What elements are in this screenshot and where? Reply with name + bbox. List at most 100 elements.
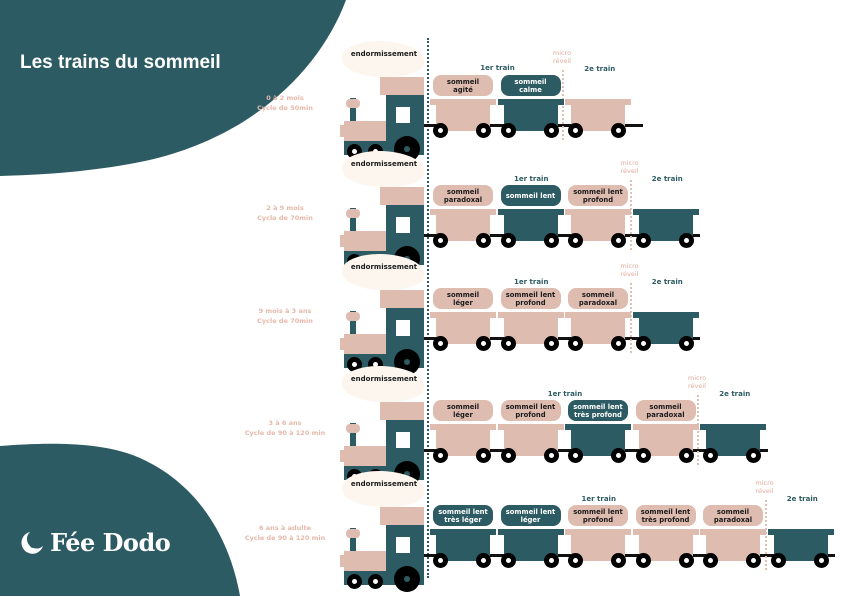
footer-background <box>0 443 240 596</box>
wagon <box>632 529 699 568</box>
first-train-label: 1er train <box>480 64 515 72</box>
wagon <box>430 209 496 248</box>
sleep-phase-label: sommeil léger <box>433 288 493 309</box>
wagon <box>497 529 564 568</box>
wagon <box>430 529 496 568</box>
micro-reveil-marker <box>629 180 632 250</box>
smoke-cloud <box>342 151 424 187</box>
micro-text: micro <box>620 262 639 270</box>
smoke-cloud <box>342 366 424 402</box>
first-train-label: 1er train <box>547 390 583 398</box>
cycle-duration: Cycle de 90 à 120 min <box>244 534 326 542</box>
sleep-phase-label: sommeil paradoxal <box>635 400 696 421</box>
locomotive <box>340 288 430 375</box>
sleep-phase-label: sommeil calme <box>500 75 561 96</box>
sleep-phase-label: sommeil agité <box>433 75 493 96</box>
micro-reveil-marker <box>629 283 632 353</box>
sleep-phase-label: sommeil lent profond <box>568 505 628 526</box>
sleep-phase-label: sommeil lent <box>500 185 561 206</box>
wagon <box>430 312 496 351</box>
wagon <box>700 529 766 568</box>
reveil-text: réveil <box>755 487 774 495</box>
micro-text: micro <box>755 479 774 487</box>
cycle-duration: Cycle de 70min <box>257 214 313 222</box>
second-train-label: 2e train <box>584 65 616 73</box>
micro-reveil-marker <box>697 395 699 465</box>
cycle-duration: Cycle de 50min <box>257 104 313 112</box>
smoke-cloud <box>342 254 424 290</box>
wagon <box>565 529 631 568</box>
smoke-cloud <box>342 471 424 507</box>
sleep-phase-label: sommeil lent très léger <box>433 505 493 526</box>
micro-reveil-marker <box>764 500 767 570</box>
second-train-label: 2e train <box>719 390 751 398</box>
first-train-label: 1er train <box>514 278 549 286</box>
header-background <box>0 0 346 176</box>
first-train-label: 1er train <box>581 495 616 503</box>
wagon <box>497 424 564 463</box>
wagon <box>430 99 496 138</box>
micro-text: micro <box>620 159 639 167</box>
sleep-onset-divider <box>427 38 429 578</box>
micro-reveil-marker <box>562 70 564 140</box>
wagon <box>497 99 564 138</box>
sleep-phase-label: sommeil lent très profond <box>635 505 696 526</box>
age-range: 9 mois à 3 ans <box>258 307 312 315</box>
sleep-phase-label: sommeil paradoxal <box>568 288 628 309</box>
sleep-phase-label: sommeil lent profond <box>500 288 561 309</box>
wagon <box>565 312 631 351</box>
age-range: 3 à 6 ans <box>268 419 302 427</box>
wagon <box>565 209 631 248</box>
locomotive <box>340 185 430 272</box>
sleep-phase-label: sommeil léger <box>433 400 493 421</box>
micro-text: micro <box>552 49 572 57</box>
endormissement-label: endormissement <box>350 160 418 168</box>
endormissement-label: endormissement <box>350 375 418 383</box>
cycle-duration: Cycle de 70min <box>257 317 313 325</box>
second-train-label: 2e train <box>651 175 683 183</box>
page-title: Les trains du sommeil <box>20 52 221 73</box>
reveil-text: réveil <box>553 57 571 65</box>
track <box>420 337 700 340</box>
endormissement-label: endormissement <box>350 50 418 58</box>
wagon <box>700 424 766 463</box>
locomotive <box>340 400 430 487</box>
locomotive <box>340 505 430 592</box>
sleep-phase-label: sommeil lent léger <box>500 505 561 526</box>
age-range: 2 à 9 mois <box>266 204 304 212</box>
smoke-cloud <box>342 41 424 77</box>
track <box>420 554 835 557</box>
endormissement-label: endormissement <box>350 263 418 271</box>
sleep-phase-label: sommeil paradoxal <box>703 505 763 526</box>
wagon <box>632 424 699 463</box>
reveil-text: réveil <box>620 270 639 278</box>
wagon <box>430 424 496 463</box>
second-train-label: 2e train <box>651 278 683 286</box>
wagon <box>497 312 564 351</box>
cycle-duration: Cycle de 90 à 120 min <box>244 429 326 437</box>
wagon <box>632 312 699 351</box>
wagon <box>565 424 631 463</box>
wagon <box>497 209 564 248</box>
sleep-phase-label: sommeil lent profond <box>500 400 561 421</box>
sleep-phase-label: sommeil lent profond <box>568 185 628 206</box>
track <box>420 234 700 237</box>
age-range: 0 à 2 mois <box>266 94 304 102</box>
locomotive <box>340 75 430 162</box>
moon-baby-icon <box>21 531 43 554</box>
first-train-label: 1er train <box>514 175 549 183</box>
micro-text: micro <box>687 374 707 382</box>
reveil-text: réveil <box>688 382 706 390</box>
endormissement-label: endormissement <box>350 480 418 488</box>
wagon <box>632 209 699 248</box>
